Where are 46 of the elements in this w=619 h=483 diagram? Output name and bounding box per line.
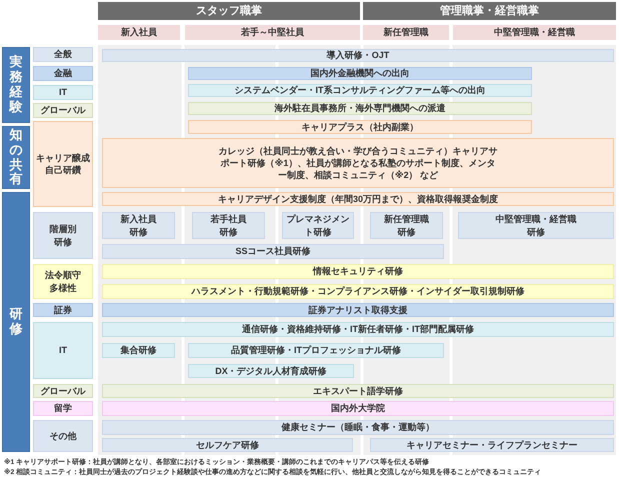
column-header: 新任管理職	[363, 25, 449, 40]
program-bar: 健康セミナー（睡眠・食事・運動等）	[102, 420, 614, 435]
program-bar: 通信研修・資格維持研修・IT新任者研修・IT部門配属研修	[102, 322, 614, 337]
category-box: 階層別研修	[33, 212, 93, 259]
column-header: 若手～中堅社員	[185, 25, 360, 40]
program-bar: カレッジ（社員同士が教え合い・学び合うコミュニティ）キャリアサポート研修（※1）、社員が講師となる私塾のサポート制度、メンター制度、相談コミュニティ（※2） など	[102, 138, 614, 188]
header-bar: スタッフ職掌	[98, 2, 360, 20]
category-box: IT	[33, 322, 93, 379]
program-bar: キャリアプラス（社内副業）	[188, 120, 532, 134]
program-bar: システムベンダー・IT系コンサルティングファーム等への出向	[188, 84, 532, 97]
program-bar: キャリアセミナー・ライフプランセミナー	[370, 438, 614, 452]
program-bar: 国内外金融機関への出向	[188, 67, 532, 80]
category-bar: 研修	[2, 192, 30, 452]
program-bar: プレマネジメント研修	[282, 212, 354, 239]
program-bar: SSコース社員研修	[102, 244, 444, 259]
program-bar: 証券アナリスト取得支援	[102, 303, 614, 317]
category-box: 金融	[33, 66, 93, 81]
program-bar: 集合研修	[102, 343, 175, 358]
program-bar: 中堅管理職・経営職研修	[458, 212, 614, 239]
column-header: 中堅管理職・経営職	[453, 25, 616, 40]
program-bar: セルフケア研修	[102, 438, 353, 452]
program-bar: 導入研修・OJT	[102, 49, 614, 62]
category-box: 留学	[33, 401, 93, 416]
program-bar: 若手社員研修	[192, 212, 265, 239]
category-box: グローバル	[33, 103, 93, 118]
category-box: キャリア醸成自己研鑽	[33, 121, 93, 207]
program-bar: 品質管理研修・ITプロフェッショナル研修	[188, 343, 444, 358]
category-box: 法令順守多様性	[33, 264, 93, 299]
program-bar: キャリアデザイン支援制度（年間30万円まで）、資格取得報奨金制度	[102, 192, 614, 206]
program-bar: 新入社員研修	[102, 212, 175, 239]
category-box: 証券	[33, 303, 93, 317]
category-box: その他	[33, 420, 93, 452]
column-header: 新入社員	[98, 25, 180, 40]
program-bar: 情報セキュリティ研修	[102, 264, 614, 279]
category-bar: 実務経験	[2, 47, 30, 123]
program-bar: 新任管理職研修	[370, 212, 443, 239]
category-bar: 知の共有	[2, 126, 30, 189]
program-bar: エキスパート語学研修	[102, 384, 614, 398]
program-bar: ハラスメント・行動規範研修・コンプライアンス研修・インサイダー取引規制研修	[102, 284, 614, 299]
category-box: グローバル	[33, 384, 93, 398]
category-box: IT	[33, 85, 93, 100]
program-bar: 国内外大学院	[102, 401, 614, 416]
category-box: 全般	[33, 47, 93, 62]
program-bar: DX・デジタル人材育成研修	[188, 364, 354, 378]
header-bar: 管理職掌・経営職掌	[363, 2, 616, 20]
program-bar: 海外駐在員事務所・海外専門機関への派遣	[188, 102, 532, 115]
